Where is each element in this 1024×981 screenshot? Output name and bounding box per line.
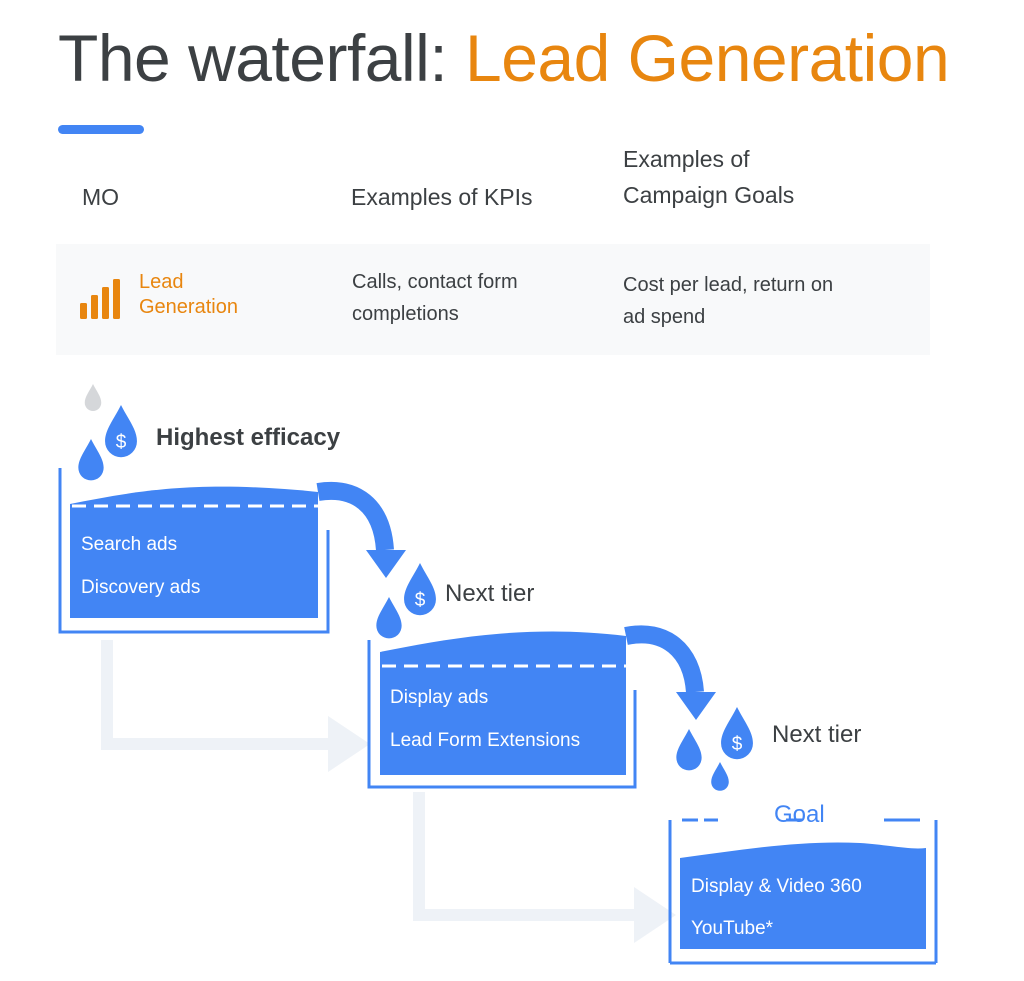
tier-1-item-2: Discovery ads bbox=[81, 577, 201, 598]
tier-3-item-2: YouTube* bbox=[691, 918, 774, 939]
flow-arrowhead-2 bbox=[676, 692, 716, 720]
tier-1-item-1: Search ads bbox=[81, 534, 178, 555]
mo-label: Lead Generation bbox=[139, 270, 269, 320]
title-main: The waterfall: bbox=[58, 21, 465, 95]
faint-arrowhead-2 bbox=[634, 887, 676, 943]
faint-arrowhead-1 bbox=[328, 716, 370, 772]
table-row bbox=[56, 244, 930, 355]
header-goals-line1: Examples of bbox=[623, 146, 750, 172]
header-goals: Examples of Campaign Goals bbox=[623, 141, 794, 213]
drop-gray-icon bbox=[84, 384, 102, 411]
dollar-icon-2: $ bbox=[415, 590, 426, 611]
drop-icon-3b bbox=[711, 762, 729, 791]
drop-icon-2 bbox=[376, 597, 402, 639]
goals-cell-line2: ad spend bbox=[623, 306, 706, 328]
dollar-icon-3: $ bbox=[732, 734, 743, 755]
header-kpis: Examples of KPIs bbox=[351, 184, 533, 210]
goal-label: Goal bbox=[774, 801, 825, 828]
header-goals-line2: Campaign Goals bbox=[623, 182, 795, 208]
title-accent: Lead Generation bbox=[465, 21, 950, 95]
mo-label-line1: Lead bbox=[139, 271, 184, 293]
goals-cell: Cost per lead, return on ad spend bbox=[623, 269, 833, 333]
tier-2-item-1: Display ads bbox=[390, 687, 489, 708]
tier-2-item-2: Lead Form Extensions bbox=[390, 730, 581, 751]
tier-3-label: Next tier bbox=[772, 721, 862, 748]
bar-chart-icon bbox=[80, 279, 120, 319]
faint-connector-2 bbox=[413, 792, 638, 921]
kpis-cell: Calls, contact form completions bbox=[352, 266, 518, 330]
flow-arrow-1 bbox=[316, 481, 394, 551]
flow-arrowhead-1 bbox=[366, 550, 406, 578]
tank-2 bbox=[367, 631, 637, 789]
page-title: The waterfall: Lead Generation bbox=[58, 20, 950, 96]
dollar-icon-1: $ bbox=[116, 432, 127, 453]
tier-2-label: Next tier bbox=[445, 580, 535, 607]
drop-icon-3a bbox=[676, 729, 702, 771]
header-mo: MO bbox=[82, 184, 120, 210]
tier-1-label: Highest efficacy bbox=[156, 424, 341, 451]
mo-label-line2: Generation bbox=[139, 296, 238, 318]
flow-arrow-2 bbox=[624, 625, 704, 694]
goal-tank bbox=[668, 818, 938, 965]
tier-3-item-1: Display & Video 360 bbox=[691, 876, 862, 897]
kpis-cell-line2: completions bbox=[352, 303, 459, 325]
title-underline bbox=[58, 125, 144, 134]
kpis-cell-line1: Calls, contact form bbox=[352, 271, 518, 293]
faint-connector-1 bbox=[101, 640, 332, 750]
goals-cell-line1: Cost per lead, return on bbox=[623, 274, 834, 296]
tank-1 bbox=[58, 468, 330, 634]
drop-icon-1 bbox=[78, 439, 104, 481]
